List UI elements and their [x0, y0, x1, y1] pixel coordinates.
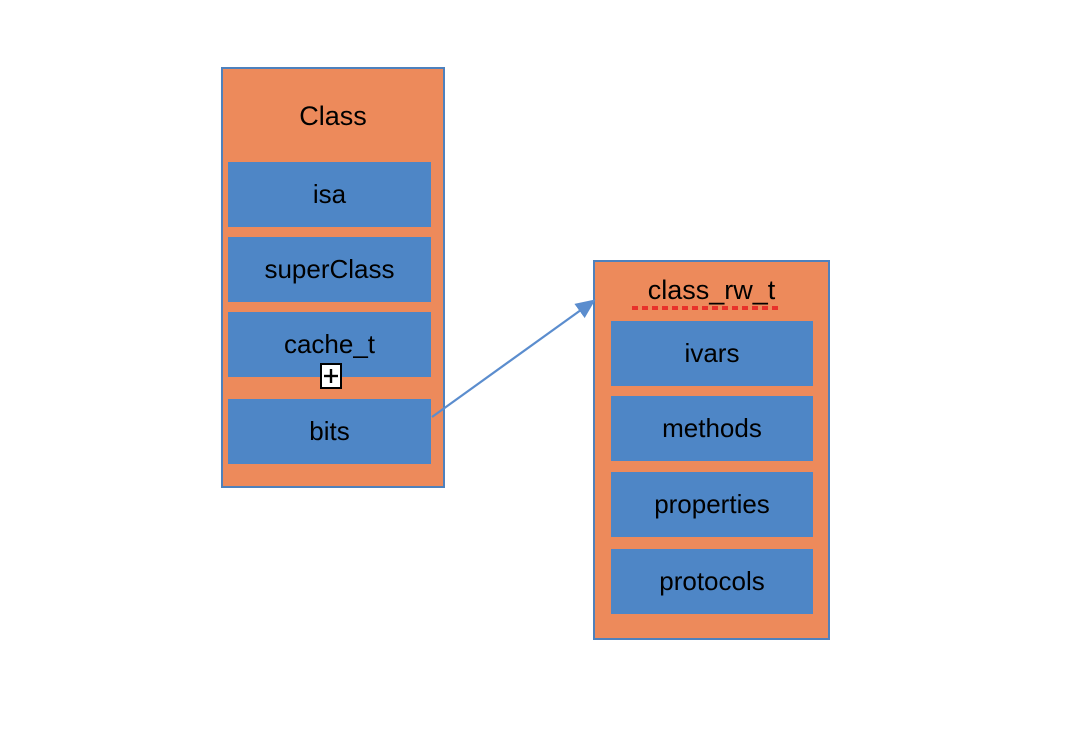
field-ivars: ivars	[611, 321, 813, 386]
spellcheck-underline	[632, 306, 782, 310]
plus-glyph	[324, 369, 338, 383]
class-box-title: Class	[299, 101, 367, 131]
class-rw-t-struct-box: class_rw_t ivars methods properties prot…	[593, 260, 830, 640]
field-bits: bits	[228, 399, 431, 464]
class-rw-t-title: class_rw_t	[647, 275, 776, 305]
class-struct-box: Class isa superClass cache_t bits	[221, 67, 445, 488]
field-isa: isa	[228, 162, 431, 227]
field-superclass: superClass	[228, 237, 431, 302]
field-properties: properties	[611, 472, 813, 537]
plus-cursor-icon	[320, 363, 342, 389]
field-methods: methods	[611, 396, 813, 461]
field-protocols: protocols	[611, 549, 813, 614]
